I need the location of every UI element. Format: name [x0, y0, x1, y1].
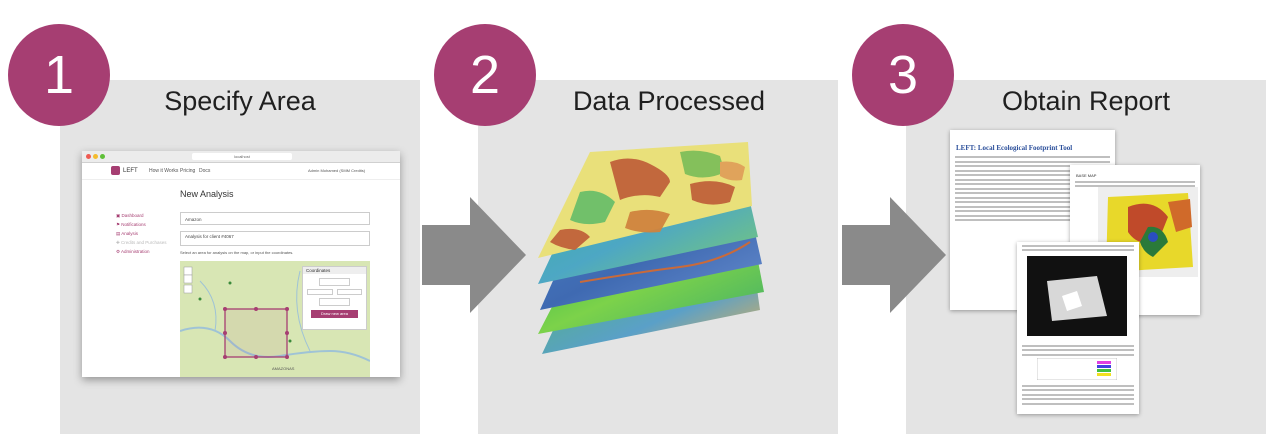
app-name: LEFT: [123, 168, 138, 174]
report-title: LEFT: Local Ecological Footprint Tool: [956, 144, 1073, 152]
user-menu: Admin Mohamed (SMM Credits): [308, 168, 366, 173]
sidebar-item-dashboard: ▣ Dashboard: [116, 213, 144, 218]
sidebar-item-credits: ✚ Credits and Purchases: [116, 240, 167, 245]
app-screenshot: localhost LEFT How it Works Pricing Docs…: [82, 151, 400, 377]
results-map-figure: [1027, 256, 1127, 336]
page-heading: New Analysis: [180, 189, 234, 199]
step-1-number: 1: [8, 24, 110, 126]
step-3-number: 3: [852, 24, 954, 126]
nav-item: Docs: [199, 168, 211, 174]
arrow-right-icon: [422, 197, 526, 313]
sidebar-item-analysis: ▤ Analysis: [116, 231, 139, 236]
data-layers-illustration: [538, 142, 764, 354]
app-navbar: LEFT How it Works Pricing Docs Admin Moh…: [82, 163, 400, 180]
close-dot-icon: [86, 154, 91, 159]
coord-field: [307, 289, 362, 295]
description-field: Analysis for client #4067: [180, 231, 370, 246]
draw-area-button: Draw new area: [311, 310, 358, 318]
browser-toolbar: localhost: [82, 151, 400, 163]
sidebar-item-notifications: ⚑ Notifications: [116, 222, 146, 227]
name-field: Amazon: [180, 212, 370, 225]
map-features: [180, 266, 370, 362]
coord-field: [319, 278, 350, 286]
step-3-title: Obtain Report: [1001, 86, 1171, 116]
map-instruction: Select an area for analysis on the map, …: [180, 250, 294, 255]
report-page-3: [1017, 242, 1139, 414]
address-bar: localhost: [192, 153, 292, 160]
step-2-number: 2: [434, 24, 536, 126]
coordinates-title: Coordinates: [303, 267, 366, 274]
coordinates-panel: Coordinates Draw new area: [302, 266, 367, 330]
maximize-dot-icon: [100, 154, 105, 159]
sidebar-item-administration: ⚙ Administration: [116, 249, 150, 254]
nav-item: How it Works: [149, 168, 179, 174]
map-place-label: AMAZONAS: [272, 366, 295, 371]
results-table: [1037, 358, 1117, 380]
minimize-dot-icon: [93, 154, 98, 159]
nav-item: Pricing: [180, 168, 196, 174]
step-2-title: Data Processed: [572, 86, 766, 116]
map: AMAZONAS Coordinates Draw new area: [180, 261, 370, 377]
coord-field: [319, 298, 350, 306]
report-page2-heading: BASE MAP: [1076, 173, 1097, 178]
step-1-title: Specify Area: [164, 86, 316, 116]
app-logo-icon: [111, 166, 120, 175]
arrow-right-icon: [842, 197, 946, 313]
